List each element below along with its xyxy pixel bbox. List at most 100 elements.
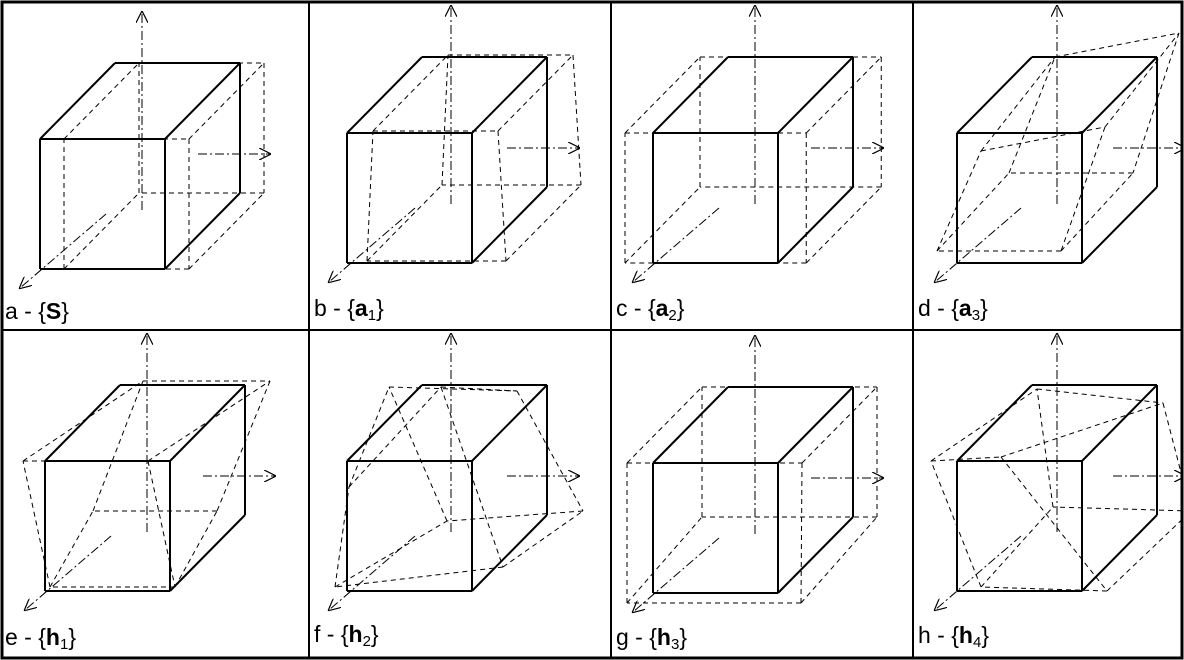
deformed-shape-dashed (626, 516, 703, 604)
caption-separator: - { (930, 295, 959, 321)
caption-symbol: a (354, 295, 368, 321)
deformed-shape-dashed (930, 388, 1038, 462)
deformed-shape-dashed (334, 566, 504, 588)
deformed-shape-dashed (49, 510, 94, 588)
deformed-shape-dashed (334, 520, 448, 588)
deformed-shape-dashed (1008, 56, 1056, 174)
caption-separator: - { (627, 295, 656, 321)
panel-caption: c - {a2} (616, 295, 684, 324)
deformed-shape-dashed (446, 510, 584, 522)
deformed-shape-dashed (624, 186, 701, 264)
deformed-shape-dashed (936, 172, 1010, 252)
caption-separator: - { (326, 295, 355, 321)
deformed-shape-dashed (63, 192, 140, 270)
caption-letter: g (616, 624, 629, 650)
caption-symbol: h (348, 621, 363, 647)
caption-symbol: a (655, 295, 669, 321)
caption-letter: h (918, 622, 931, 648)
reference-cube-edge (1081, 384, 1158, 462)
reference-cube-edge (1081, 56, 1158, 134)
x-axis-arrow (20, 213, 107, 288)
caption-subscript: 3 (670, 636, 680, 653)
deformed-shape-dashed (147, 460, 176, 588)
caption-close: } (679, 624, 688, 650)
deformed-shape-dashed (516, 390, 584, 512)
deformed-shape-dashed (174, 510, 218, 588)
reference-cube-edge (1081, 186, 1158, 264)
deformed-shape-dashed (440, 386, 518, 392)
panel-caption: f - {h2} (314, 621, 379, 650)
deformed-shape-dashed (188, 192, 265, 270)
deformed-shape-dashed (92, 380, 144, 512)
deformed-shape-dashed (936, 150, 982, 252)
panel-f (329, 334, 584, 610)
deformed-shape-dashed (1036, 388, 1164, 404)
deformed-shape-dashed (22, 380, 144, 462)
reference-cube-edge (777, 516, 854, 594)
panel-caption: a - {S} (5, 300, 69, 323)
deformed-shape-dashed (388, 386, 448, 522)
deformed-shape-dashed (366, 130, 374, 262)
caption-subscript: 2 (668, 307, 677, 324)
reference-cube-edge (44, 384, 121, 462)
deformed-shape-dashed (366, 184, 443, 262)
deformed-shape-dashed (505, 184, 582, 262)
caption-close: } (980, 295, 988, 321)
caption-separator: - { (320, 621, 349, 647)
deformed-shape-dashed (980, 506, 1054, 588)
deformed-shape-dashed (188, 62, 265, 140)
caption-close: } (370, 621, 379, 647)
panel-a (20, 12, 270, 288)
deformed-shape-dashed (1060, 172, 1134, 252)
caption-symbol: S (45, 298, 62, 324)
caption-subscript: 2 (362, 633, 371, 650)
deformed-shape-dashed (980, 56, 1056, 152)
caption-symbol: h (656, 624, 671, 650)
deformed-shape-dashed (1000, 402, 1164, 458)
caption-letter: e (5, 624, 18, 650)
caption-subscript: 3 (971, 307, 981, 324)
caption-separator: - { (930, 622, 959, 648)
reference-cube-edge (956, 384, 1033, 462)
reference-cube-edge (164, 62, 241, 140)
deformed-shape-dashed (1162, 402, 1181, 475)
reference-cube-edge (164, 192, 241, 270)
reference-cube-edge (777, 56, 854, 134)
deformed-shape-dashed (572, 54, 582, 186)
deformed-shape-dashed (63, 62, 140, 140)
caption-close: } (68, 624, 77, 650)
panel-caption: d - {a3} (918, 295, 988, 324)
deformed-shape-dashed (980, 126, 1106, 152)
x-axis-arrow (329, 535, 416, 610)
deformed-shape-dashed (348, 386, 442, 488)
deformed-shape-dashed (800, 516, 878, 604)
deformed-shape-dashed (1106, 519, 1181, 592)
deformed-shape-dashed (624, 56, 701, 134)
caption-symbol: a (958, 295, 972, 321)
x-axis-arrow (329, 207, 416, 282)
reference-cube-edge (169, 384, 246, 462)
panel-h (930, 334, 1181, 610)
deformed-shape-dashed (502, 510, 584, 568)
caption-subscript: 1 (367, 307, 377, 324)
caption-letter: c (616, 295, 628, 321)
deformed-shape-dashed (348, 386, 390, 488)
caption-letter: f (314, 621, 321, 647)
reference-cube-edge (471, 384, 548, 462)
reference-cube-edge (471, 186, 548, 264)
reference-cube-edge (471, 56, 548, 134)
reference-cube-edge (777, 186, 854, 264)
caption-subscript: 4 (972, 634, 982, 651)
caption-letter: a (5, 298, 18, 324)
x-axis-arrow (25, 535, 112, 610)
reference-cube-edge (777, 386, 854, 464)
deformed-shape-dashed (1054, 32, 1180, 58)
panel-g (626, 336, 883, 612)
deformed-shape-dashed (497, 130, 507, 262)
deformed-shape-dashed (801, 386, 878, 464)
caption-close: } (981, 622, 990, 648)
caption-symbol: h (958, 622, 973, 648)
reference-cube-edge (346, 56, 423, 134)
panel-caption: h - {h4} (918, 622, 990, 651)
